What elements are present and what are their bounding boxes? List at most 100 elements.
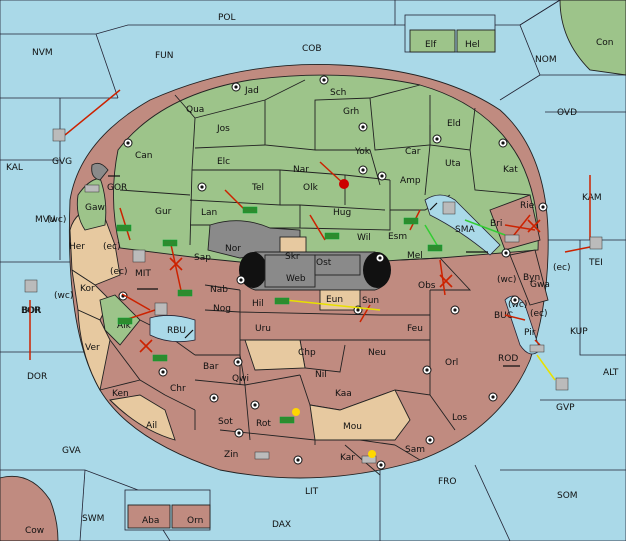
region-con[interactable] <box>559 0 626 76</box>
label-sun: Sun <box>362 296 379 306</box>
coast-tag-5: (wc) <box>497 275 516 285</box>
label-fun: FUN <box>155 51 174 61</box>
failed-order-marks <box>139 219 541 353</box>
region-web[interactable] <box>264 254 316 288</box>
fleet-unit <box>529 344 545 353</box>
label-kat: Kat <box>503 165 518 175</box>
region-mou[interactable] <box>309 389 411 441</box>
fleet-unit <box>555 377 569 391</box>
army-unit <box>177 289 193 297</box>
label-nor: Nor <box>225 244 241 254</box>
region-ost[interactable] <box>314 254 361 276</box>
label-esm: Esm <box>388 232 407 242</box>
label-ail: Ail <box>146 421 157 431</box>
fleet-unit <box>504 234 520 243</box>
coast-tag-8: (wc) <box>508 300 527 310</box>
label-gor: GOR <box>107 183 127 193</box>
label-ver: Ver <box>85 343 100 353</box>
yellow-arrows <box>284 299 556 381</box>
region-ver[interactable] <box>77 309 111 392</box>
label-mel: Mel <box>407 251 423 261</box>
label-buc: BUC <box>494 311 513 321</box>
fleet-unit <box>154 302 168 316</box>
label-gvg: GVG <box>52 157 72 167</box>
fleet-unit <box>132 249 146 263</box>
label-los: Los <box>452 413 467 423</box>
army-unit <box>116 224 132 232</box>
label-nom: NOM <box>535 55 557 65</box>
battle-star <box>292 408 300 416</box>
label-kup: KUP <box>570 327 588 337</box>
label-sma: SMA <box>455 225 475 235</box>
label-hil: Hil <box>252 299 264 309</box>
label-mit: MIT <box>135 269 151 279</box>
label-eld: Eld <box>447 119 461 129</box>
label-gaw: Gaw <box>85 203 105 213</box>
fleet-unit <box>589 236 603 250</box>
label-kar: Kar <box>340 453 355 463</box>
army-unit <box>279 416 295 424</box>
channel-rbu <box>149 315 196 343</box>
label-kor: Kor <box>80 284 95 294</box>
label-cob: COB <box>302 44 322 54</box>
region-cow[interactable] <box>0 475 59 541</box>
fleet-unit <box>52 128 66 142</box>
coast-tag-1: (wc) <box>47 215 66 225</box>
region-chp[interactable] <box>244 339 306 371</box>
label-sam: Sam <box>405 445 425 455</box>
label-uta: Uta <box>445 159 461 169</box>
label-car: Car <box>405 147 421 157</box>
label-uru: Uru <box>255 324 271 334</box>
label-grh: Grh <box>343 107 359 117</box>
region-bri[interactable] <box>489 194 541 251</box>
label-sch: Sch <box>330 88 346 98</box>
label-tei: TEI <box>588 258 603 268</box>
army-unit <box>162 239 178 247</box>
label-ost: Ost <box>316 258 332 268</box>
label-ovd: OVD <box>557 108 577 118</box>
army-unit <box>152 354 168 362</box>
supply-centers <box>118 75 548 470</box>
label-pol: POL <box>218 13 236 23</box>
label-sot: Sot <box>218 417 233 427</box>
region-elf[interactable] <box>409 29 456 53</box>
label-wil: Wil <box>357 233 371 243</box>
region-orn[interactable] <box>171 504 211 529</box>
coast-tag-6: (ec) <box>553 263 571 273</box>
battle-star <box>368 450 376 458</box>
label-con: Con <box>596 38 614 48</box>
label-elf: Elf <box>425 40 437 50</box>
label-nar: Nar <box>293 165 309 175</box>
label-nvm: NVM <box>32 48 53 58</box>
label-rod: ROD <box>498 354 518 364</box>
region-aba[interactable] <box>127 504 171 529</box>
army-unit <box>274 297 290 305</box>
label-ken: Ken <box>112 389 129 399</box>
label-her: Her <box>69 242 85 252</box>
region-hel[interactable] <box>456 29 496 53</box>
label-jad: Jad <box>244 86 259 96</box>
region-ail[interactable] <box>109 394 176 441</box>
label-eun: Eun <box>326 295 343 305</box>
label-obs: Obs <box>418 281 436 291</box>
label-rbu: RBU <box>167 326 186 336</box>
label-bri: Bri <box>490 219 502 229</box>
army-unit <box>403 217 419 225</box>
fleet-unit <box>24 279 38 293</box>
label-mvu: MVU <box>35 215 56 225</box>
label-kaa: Kaa <box>335 389 352 399</box>
label-tel: Tel <box>251 183 264 193</box>
label-orn: Orn <box>187 516 203 526</box>
label-dor: DOR <box>27 372 47 382</box>
fleet-unit <box>84 184 100 193</box>
label-qwi: Qwi <box>232 374 249 384</box>
coast-tag-4: (wc) <box>54 291 73 301</box>
label-lan: Lan <box>201 208 217 218</box>
region-gwa[interactable] <box>509 249 549 306</box>
label-rot: Rot <box>256 419 271 429</box>
label-kal: KAL <box>6 163 23 173</box>
gaw-islet <box>91 162 109 181</box>
label-gwa: Gwa <box>530 280 550 290</box>
